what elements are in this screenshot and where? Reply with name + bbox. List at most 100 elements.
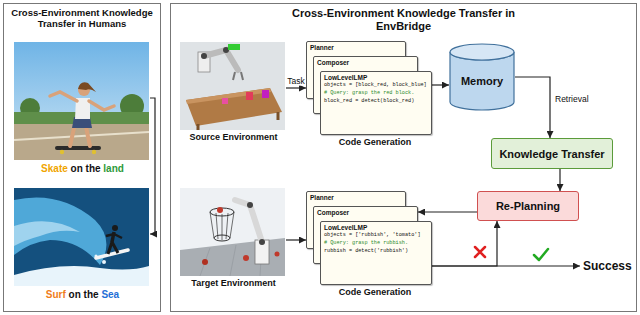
surf-photo (14, 188, 149, 286)
panel-title: Cross-Environment Knowledge Transfer in … (6, 7, 158, 30)
target-robot-scene-part (259, 239, 265, 245)
environment-card: Target Environment (181, 189, 286, 288)
caption-word: Skate (41, 163, 68, 174)
outcome-text: Success (583, 259, 632, 273)
target-robot-scene-part (214, 235, 230, 241)
caption-word: on (69, 289, 81, 300)
skate-photo-part (14, 42, 149, 160)
box-label: Knowledge Transfer (499, 148, 604, 160)
surf-photo-part (102, 260, 106, 264)
surf-photo-part (106, 234, 122, 238)
panel-title: Cross-Environment Knowledge Transfer in … (279, 7, 529, 33)
surf-photo-part (14, 221, 80, 246)
image-caption: Target Environment (181, 278, 286, 288)
skate-photo-part (14, 124, 149, 160)
target-robot-scene-part (243, 255, 249, 261)
card-title: Planner (310, 44, 402, 52)
flow-arrow (286, 239, 306, 240)
source-robot-scene-part (228, 44, 240, 50)
flow-arrow (432, 221, 497, 266)
caption-word (68, 163, 71, 174)
caption-word (99, 289, 102, 300)
code-card: LowLevelLMPobjects = [block_red, block_b… (320, 71, 432, 135)
skate-photo-part (78, 82, 96, 92)
caption-word: Sea (101, 289, 119, 300)
panel-frame: Cross-Environment Knowledge Transfer in … (3, 3, 161, 312)
fail-cross-icon (475, 247, 485, 257)
memory-cylinder: Memory (449, 43, 515, 111)
target-robot-scene-part (200, 242, 262, 276)
target-robot-scene (180, 188, 285, 276)
cylinder-body (450, 52, 514, 110)
process-box: Re-Planning (477, 191, 579, 221)
surf-photo-part (14, 188, 149, 286)
skate-photo-part (60, 150, 64, 154)
card-title: Planner (310, 194, 402, 202)
source-robot-scene-part (233, 72, 243, 80)
outcome-label: Success (583, 259, 632, 273)
caption-word: land (103, 163, 124, 174)
panel-frame: Cross-Environment Knowledge Transfer in … (170, 3, 637, 312)
flow-arrow (515, 77, 550, 138)
caption-word (66, 289, 69, 300)
target-robot-scene-part (275, 252, 280, 257)
source-robot-scene-part (186, 88, 282, 126)
target-robot-scene-part (180, 188, 285, 276)
image-caption: Skate on the land (15, 163, 150, 174)
skate-photo-part (14, 132, 149, 140)
source-robot-scene-part (198, 112, 278, 130)
source-robot-scene-part (262, 90, 269, 98)
card-title: LowLevelLMP (324, 224, 428, 232)
flow-arrow (559, 169, 560, 191)
image-caption: Surf on the Sea (15, 289, 150, 300)
source-robot-scene-part (246, 92, 253, 100)
card-title: LowLevelLMP (324, 74, 428, 82)
caption-word (83, 163, 86, 174)
code-card: LowLevelLMPobjects = ['rubbish', 'tomato… (320, 221, 432, 285)
photo-card: Surf on the Sea (15, 189, 150, 300)
skate-photo-part (55, 146, 101, 150)
source-robot-scene (180, 42, 285, 130)
skate-photo (14, 42, 149, 160)
caption-word: the (86, 163, 101, 174)
target-robot-scene-part (235, 200, 262, 242)
success-check-icon-part (534, 249, 548, 260)
cylinder-top (450, 44, 514, 60)
source-robot-scene-part (204, 50, 238, 70)
card-title: Composer (317, 59, 414, 67)
success-check-icon (534, 249, 548, 260)
memory-label: Memory (461, 67, 503, 87)
flow-arrow (432, 84, 449, 85)
target-robot-scene-part (247, 202, 253, 208)
image-caption: Source Environment (181, 132, 286, 142)
flow-arrow (418, 211, 477, 212)
target-robot-scene-part (180, 238, 285, 276)
photo-card: Skate on the land (15, 43, 150, 174)
caption-word (81, 289, 84, 300)
surf-photo-part (14, 198, 106, 266)
surf-photo-part (112, 225, 118, 231)
surf-photo-part (96, 250, 128, 258)
skate-photo-part (89, 101, 114, 110)
caption-word (101, 163, 104, 174)
caption-word: on (71, 163, 83, 174)
target-robot-scene-part (255, 240, 269, 264)
edge-label: Retrieval (554, 95, 590, 104)
target-robot-scene-part (217, 207, 223, 213)
target-robot-scene-part (202, 259, 208, 265)
process-box: Knowledge Transfer (491, 138, 613, 169)
code-line: objects = [block_red, block_blue] (324, 82, 428, 90)
code-line: # Query: grasp the rubbish. (324, 240, 428, 248)
code-line: rubbish = detect('rubbish') (324, 248, 428, 256)
source-robot-scene-part (186, 88, 271, 104)
box-label: Re-Planning (496, 200, 560, 212)
stage-label: Code Generation (339, 137, 412, 147)
source-robot-scene-part (201, 53, 207, 59)
skate-photo-part (92, 150, 96, 154)
code-line: # Query: grasp the red block. (324, 90, 428, 98)
fail-cross-icon-part (475, 247, 485, 257)
skate-photo-part (50, 92, 77, 101)
surf-photo-part (108, 242, 118, 254)
target-robot-scene-part (210, 212, 234, 240)
caption-word: Surf (46, 289, 66, 300)
